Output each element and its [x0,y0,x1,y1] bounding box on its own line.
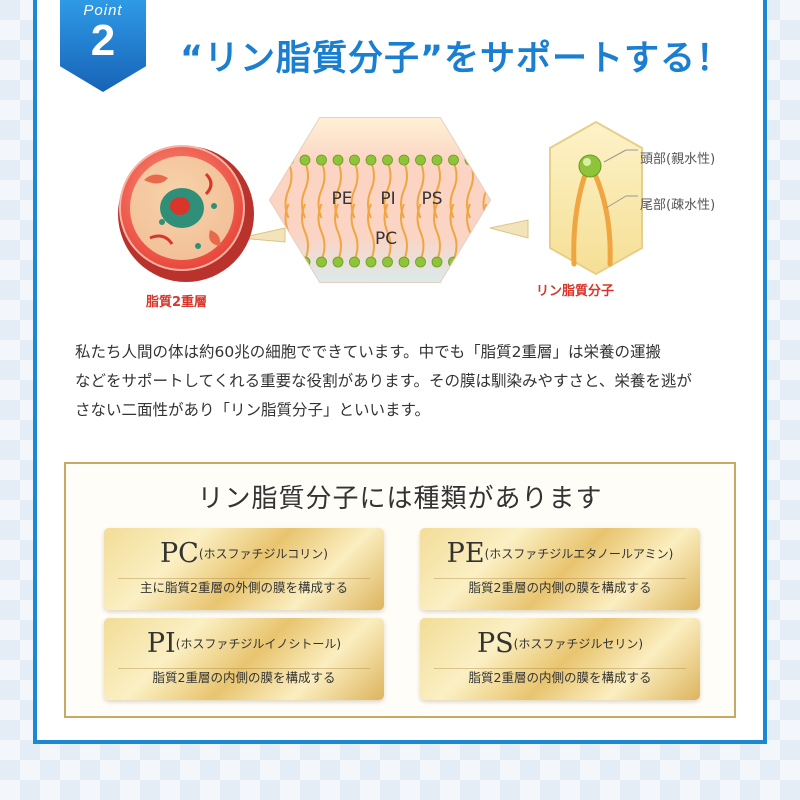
lipid-tail [270,161,276,219]
type-description: 脂質2重層の内側の膜を構成する [152,670,336,685]
head-label: 頭部(親水性) [640,152,716,167]
lipid-head [349,154,360,166]
type-plate-ps: PS(ホスファチジルセリン) 脂質2重層の内側の膜を構成する [420,618,700,700]
lipid-tail [367,203,375,261]
lipid-head [481,154,490,166]
membrane-label-ps: PS [421,189,442,209]
membrane-label-pe: PE [332,189,353,209]
type-full-name: (ホスファチジルエタノールアミン) [484,547,674,561]
type-abbr: PS [476,628,514,659]
lipid-tail [301,203,309,261]
lipid-head [316,154,327,166]
lipid-head [431,154,443,166]
lipid-head [365,256,377,268]
lipid-head [365,154,377,166]
point-number: 2 [90,16,116,65]
type-abbr: PC [160,538,199,569]
type-plate-pi: PI(ホスファチジルイノシトール) 脂質2重層の内側の膜を構成する [104,618,384,700]
body-line: などをサポートしてくれる重要な役割があります。その膜は馴染みやすさと、栄養を逃が [75,372,692,390]
type-plate-pe: PE(ホスファチジルエタノールアミン) 脂質2重層の内側の膜を構成する [420,528,700,610]
bilayer-caption: 脂質2重層 [146,295,208,310]
body-paragraph: 私たち人間の体は約60兆の細胞でできています。中でも「脂質2重層」は栄養の運搬 … [75,338,735,425]
lipid-head [382,256,393,268]
type-abbr: PI [146,628,176,659]
molecule-hexagon [549,120,643,276]
point-badge: Point 2 [60,0,146,92]
body-line: さない二面性があり「リン脂質分子」といいます。 [75,401,430,419]
lipid-head [481,256,490,268]
lipid-head [398,154,410,166]
lipid-head [448,256,459,268]
lipid-tail [449,203,458,261]
type-description: 主に脂質2重層の外側の膜を構成する [140,580,348,595]
cell-illustration [118,145,254,282]
type-description: 脂質2重層の内側の膜を構成する [468,670,652,685]
membrane-octagon [268,117,492,283]
plate-divider [118,668,370,669]
lipid-head [283,256,294,268]
connector-left [239,227,286,243]
connector-right [489,219,529,239]
lipid-tail [317,203,326,261]
lipid-head [448,154,459,166]
plate-divider [118,578,370,579]
lipid-head [415,154,426,166]
lipid-tail [383,203,392,261]
lipid-head [382,154,393,166]
type-description: 脂質2重層の内側の膜を構成する [468,580,652,595]
lipid-head [398,256,410,268]
lipid-head [464,256,476,268]
lipid-tail [416,203,425,261]
headline: “リン脂質分子”をサポートする！ [180,39,733,79]
membrane-label-pi: PI [380,189,395,209]
plate-divider [434,578,686,579]
lipid-tail [334,203,342,261]
lipid-tail [400,203,408,261]
type-full-name: (ホスファチジルコリン) [198,547,328,561]
body-line: 私たち人間の体は約60兆の細胞でできています。中でも「脂質2重層」は栄養の運搬 [75,343,662,361]
point-label: Point [83,2,123,19]
tail-label: 尾部(疎水性) [640,198,716,213]
types-title: リン脂質分子には種類があります [197,484,603,514]
membrane-label-pc: PC [375,229,397,249]
lipid-bilayer-diagram: PE PI PS PC [118,117,643,283]
lipid-head [316,256,327,268]
type-full-name: (ホスファチジルセリン) [513,637,644,651]
lipid-tail [433,203,441,261]
type-plate-pc: PC(ホスファチジルコリン) 主に脂質2重層の外側の膜を構成する [104,528,384,610]
lipid-head [332,154,344,166]
lipid-head [270,256,278,268]
type-abbr: PE [446,538,485,569]
types-panel: リン脂質分子には種類があります PC(ホスファチジルコリン) 主に脂質2重層の外… [64,462,736,718]
lipid-head [299,154,311,166]
plate-divider [434,668,686,669]
lipid-tail [350,203,359,261]
lipid-tail [482,203,490,261]
type-full-name: (ホスファチジルイノシトール) [175,637,342,651]
molecule-caption: リン脂質分子 [536,284,615,299]
lipid-head [431,256,443,268]
lipid-head [415,256,426,268]
lipid-head [349,256,360,268]
lipid-head [332,256,344,268]
lipid-head [270,154,278,166]
